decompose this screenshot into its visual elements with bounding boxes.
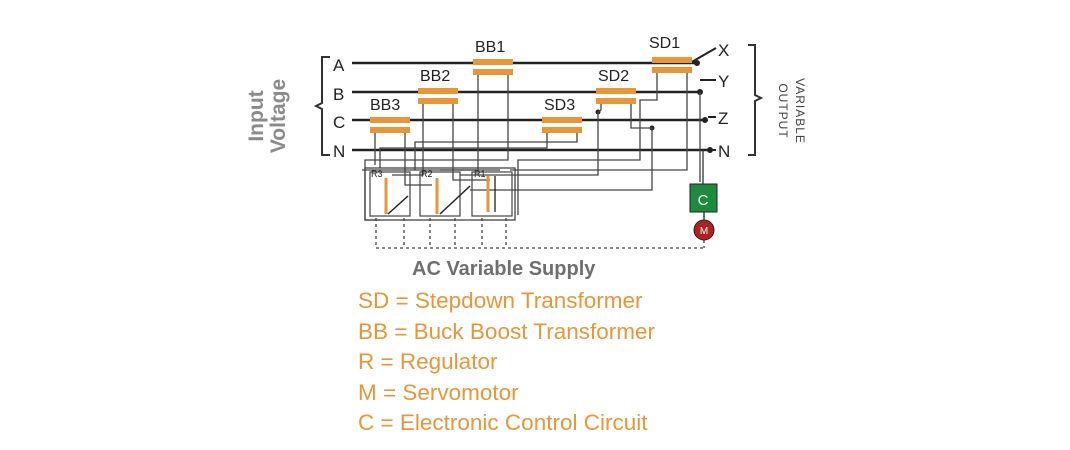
- legend-item-bb: BB = Buck Boost Transformer: [358, 318, 655, 344]
- output-label-line2: OUTPUT: [776, 83, 790, 139]
- output-phase-z: Z: [718, 109, 728, 128]
- sd2-coil-top: [596, 88, 636, 94]
- bb1-coil-bottom: [473, 69, 513, 75]
- internal-wiring: [362, 73, 701, 221]
- input-phase-n: N: [333, 142, 345, 161]
- output-phase-x: X: [718, 41, 729, 60]
- legend-item-m: M = Servomotor: [358, 379, 519, 405]
- bus-lines: [352, 61, 710, 152]
- label-bb2: BB2: [420, 68, 450, 85]
- sd1-coil-bottom: [652, 67, 692, 73]
- variable-output-label: VARIABLE OUTPUT: [774, 71, 808, 151]
- regulators: [369, 171, 513, 217]
- regulator-r1: [471, 171, 513, 217]
- servo-linkage: [375, 218, 705, 249]
- regulator-r2: [419, 171, 471, 217]
- label-r3: R3: [371, 169, 383, 179]
- bb3-coil-top: [370, 117, 410, 123]
- input-phase-b: B: [333, 85, 344, 104]
- transformer-coils: [370, 57, 692, 133]
- legend-item-c: C = Electronic Control Circuit: [358, 410, 648, 435]
- label-r1: R1: [474, 169, 486, 179]
- sd3-coil-top: [542, 117, 582, 123]
- control-circuit-label: C: [698, 192, 709, 209]
- output-label-line1: VARIABLE: [793, 78, 807, 144]
- output-lead-x: [689, 47, 717, 64]
- diagram-caption: AC Variable Supply: [412, 258, 596, 280]
- sd3-coil-bottom: [542, 127, 582, 133]
- servomotor-label: M: [700, 226, 708, 237]
- output-bracket: [748, 44, 764, 156]
- output-phase-n: N: [718, 142, 730, 161]
- output-phase-y: Y: [718, 72, 729, 91]
- sd2-coil-bottom: [596, 98, 636, 104]
- label-sd2: SD2: [598, 68, 629, 85]
- legend-item-sd: SD = Stepdown Transformer: [358, 288, 643, 313]
- bb1-coil-top: [473, 59, 513, 65]
- bb2-coil-top: [418, 88, 458, 94]
- legend-item-r: R = Regulator: [358, 349, 498, 374]
- label-sd1: SD1: [649, 35, 680, 52]
- input-phase-a: A: [333, 56, 345, 75]
- input-bracket: [313, 56, 330, 156]
- legend: SD = Stepdown Transformer BB = Buck Boos…: [358, 286, 655, 439]
- sd1-coil-top: [652, 57, 692, 63]
- junction-dots: [595, 60, 713, 153]
- input-voltage-label: Input Voltage: [245, 76, 290, 156]
- regulator-r3: [369, 171, 411, 217]
- label-bb3: BB3: [370, 97, 400, 114]
- bb3-coil-bottom: [370, 127, 410, 133]
- label-r2: R2: [421, 169, 433, 179]
- label-bb1: BB1: [475, 39, 505, 56]
- input-label-line1: Input: [245, 90, 268, 142]
- label-sd3: SD3: [544, 97, 575, 114]
- input-label-line2: Voltage: [267, 78, 290, 154]
- bb2-coil-bottom: [418, 98, 458, 104]
- input-phase-c: C: [333, 113, 345, 132]
